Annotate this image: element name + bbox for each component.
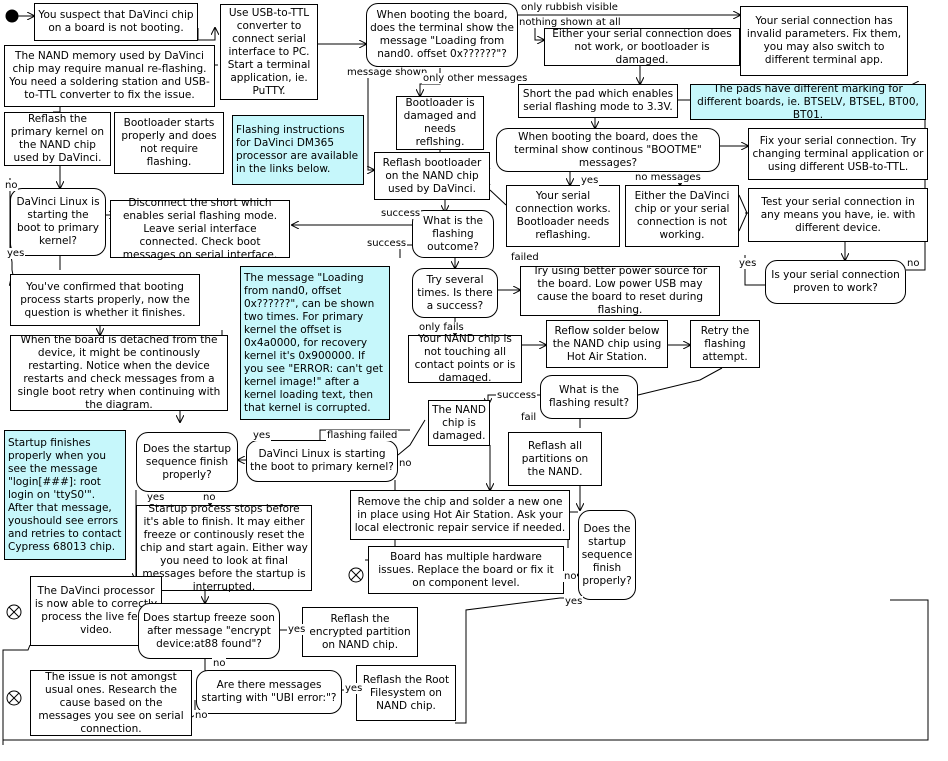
nand-note-node: The NAND memory used by DaVinci chip may…: [4, 45, 215, 107]
start-node: You suspect that DaVinci chip on a board…: [34, 3, 198, 41]
flash-outcome-decision: What is the flashing outcome?: [412, 210, 494, 258]
reflow-node: Reflow solder below the NAND chip using …: [546, 320, 668, 368]
flash-instructions-note: Flashing instructions for DaVinci DM365 …: [232, 115, 364, 185]
confirmed-boot-node: You've confirmed that booting process st…: [10, 274, 200, 326]
flash-result-decision: What is the flashing result?: [540, 375, 638, 419]
edge-label: yes: [146, 492, 166, 503]
bootloader-ok-node: Bootloader starts properly and does not …: [114, 112, 224, 174]
edge-label: fail: [520, 412, 538, 423]
fix-serial-node: Fix your serial connection. Try changing…: [748, 128, 928, 180]
edge-label: no: [4, 180, 19, 191]
disconnect-short-node: Disconnect the short which enables seria…: [110, 197, 290, 261]
edge-label: no: [212, 658, 227, 669]
edge-label: no messages: [634, 172, 702, 183]
startup-finish-decision-2: Does the startup sequence finish properl…: [578, 510, 636, 600]
serial-proven-decision: Is your serial connection proven to work…: [765, 260, 906, 304]
invalid-params-node: Your serial connection has invalid param…: [740, 6, 908, 76]
edge-label: no: [202, 492, 217, 503]
edge-label: success: [380, 208, 422, 219]
bootloader-damaged-node: Bootloader is damaged and needs reflshin…: [396, 96, 484, 150]
boot-message-decision: When booting the board, does the termina…: [366, 3, 518, 67]
edge-label: only rubbish visible: [520, 2, 619, 13]
edge-label: no: [906, 258, 921, 269]
reflash-encrypted-node: Reflash the encrypted partition on NAND …: [302, 607, 418, 657]
davinci-boot-decision-2: DaVinci Linux is starting the boot to pr…: [246, 440, 398, 482]
edge-label: yes: [344, 683, 364, 694]
chip-or-serial-node: Either the DaVinci chip or your serial c…: [625, 185, 739, 247]
reflash-bootloader-node: Reflash bootloader on the NAND chip used…: [374, 152, 490, 200]
nand-contacts-node: Your NAND chip is not touching all conta…: [408, 333, 522, 384]
edge-label: yes: [252, 430, 272, 441]
start-node-icon: [5, 9, 19, 23]
edge-label: flashing failed: [326, 430, 399, 441]
edge-label: yes: [580, 175, 600, 186]
usb-ttl-node: Use USB-to-TTL converter to connect seri…: [220, 4, 318, 100]
test-serial-node: Test your serial connection in any means…: [748, 188, 928, 242]
edge-label: message shown: [346, 67, 429, 78]
reflash-rootfs-node: Reflash the Root Filesystem on NAND chip…: [356, 665, 456, 721]
detached-board-node: When the board is detached from the devi…: [10, 334, 228, 411]
loading-offset-note: The message "Loading from nand0, offset …: [240, 266, 390, 420]
reflash-kernel-node: Reflash the primary kernel on the NAND c…: [4, 112, 111, 166]
bootme-decision: When booting the board, does the termina…: [496, 128, 720, 172]
multi-hardware-node: Board has multiple hardware issues. Repl…: [368, 546, 564, 594]
retry-flash-node: Retry the flashing attempt.: [690, 320, 760, 368]
try-several-decision: Try several times. Is there a success?: [412, 268, 498, 318]
edge-label: yes: [564, 596, 584, 607]
encrypt-freeze-decision: Does startup freeze soon after message "…: [138, 603, 280, 659]
edge-label: yes: [6, 248, 26, 259]
pads-note-node: The pads have different marking for diff…: [690, 83, 926, 121]
ubi-error-decision: Are there messages starting with "UBI er…: [196, 670, 342, 714]
edge-label: yes: [738, 258, 758, 269]
not-usual-node: The issue is not amongst usual ones. Res…: [30, 670, 192, 736]
startup-stops-node: Startup process stops before it's able t…: [136, 503, 312, 593]
startup-finish-decision: Does the startup sequence finish properl…: [136, 432, 238, 492]
edge-label: success: [496, 390, 538, 401]
serial-works-node: Your serial connection works. Bootloader…: [506, 185, 620, 247]
startup-note: Startup finishes properly when you see t…: [4, 430, 126, 560]
edge-label: no: [194, 710, 209, 721]
short-pad-node: Short the pad which enables serial flash…: [518, 84, 678, 118]
edge-label: only other messages: [422, 73, 529, 84]
edge-label: no: [563, 571, 578, 582]
edge-label: yes: [287, 624, 307, 635]
edge-label: success: [366, 238, 408, 249]
edge-label: no: [398, 458, 413, 469]
edge-label: failed: [510, 252, 540, 263]
reflash-all-node: Reflash all partitions on the NAND.: [508, 432, 602, 486]
remove-chip-node: Remove the chip and solder a new one in …: [350, 490, 570, 540]
edge-label: nothing shown at all: [518, 17, 622, 28]
serial-broken-node: Either your serial connection does not w…: [544, 28, 740, 66]
davinci-boot-decision: DaVinci Linux is starting the boot to pr…: [10, 188, 106, 256]
power-source-node: Try using better power source for the bo…: [520, 265, 720, 316]
edge-label: only fails: [418, 322, 465, 333]
nand-damaged-node: The NAND chip is damaged.: [428, 400, 490, 446]
